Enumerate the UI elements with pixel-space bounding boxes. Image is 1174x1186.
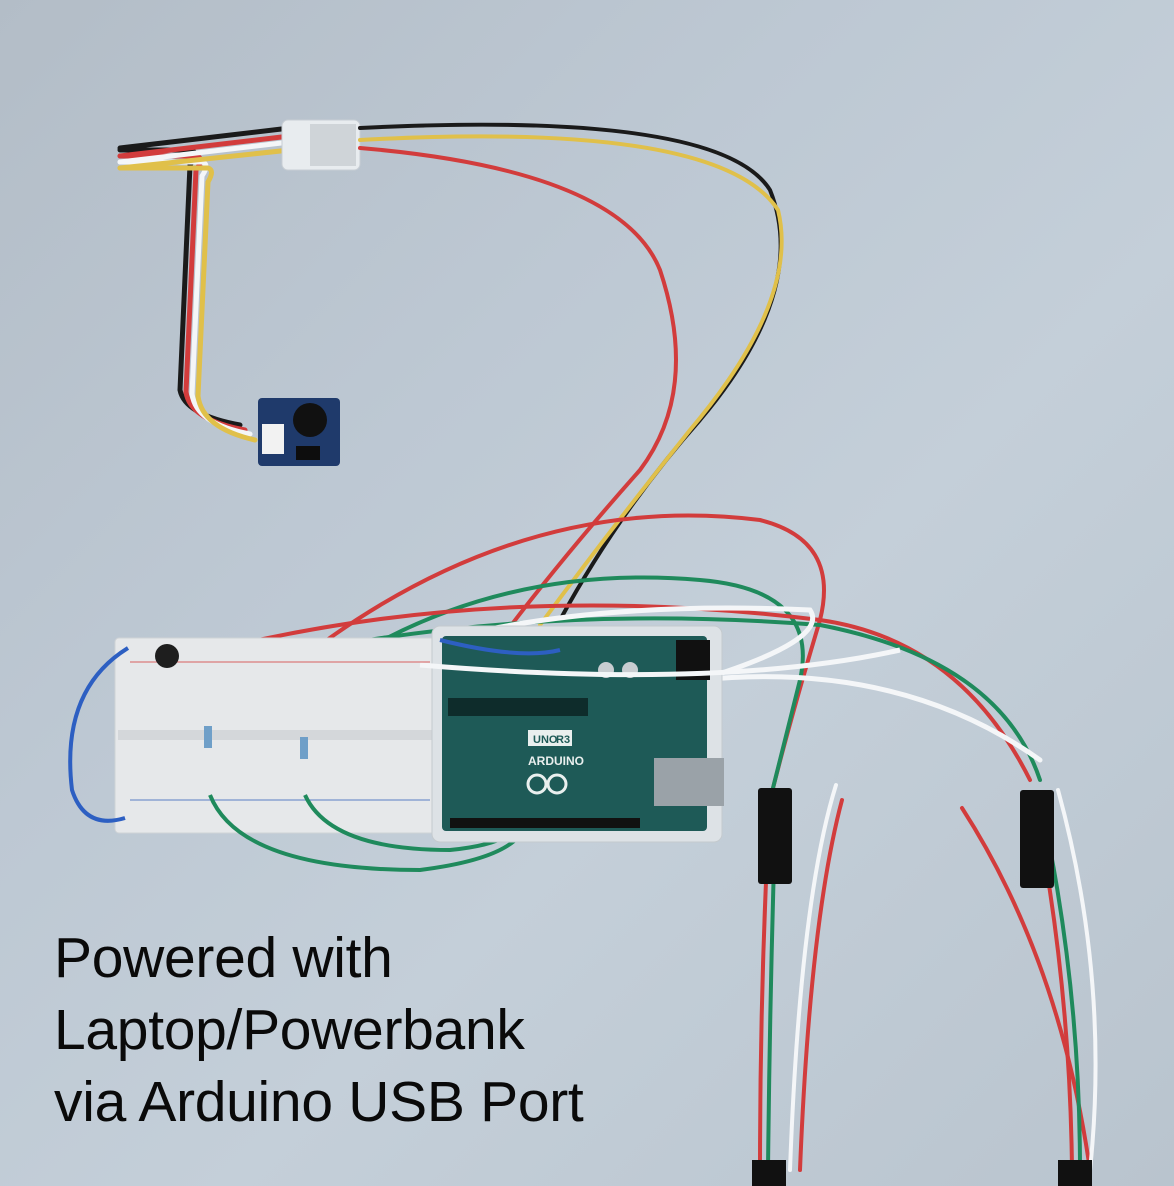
caption-line-2: Laptop/Powerbank xyxy=(54,998,525,1062)
caption-overlay: Powered with Laptop/Powerbank via Arduin… xyxy=(54,922,584,1138)
sound-sensor-module xyxy=(258,398,340,466)
board-brand-label: ARDUINO xyxy=(528,754,584,768)
led-connector-right xyxy=(1020,790,1054,888)
sensor-ribbon-cable xyxy=(117,125,293,443)
blue-jumper-wire xyxy=(68,646,130,823)
led-connector-left xyxy=(758,788,792,884)
breadboard xyxy=(114,637,441,834)
arduino-uno-board: UNO R3 ARDUINO xyxy=(431,625,724,843)
led-strip-wires xyxy=(758,783,1098,1172)
board-rev-label: R3 xyxy=(556,734,570,746)
sensor-to-arduino-wires xyxy=(358,122,784,642)
caption-line-3: via Arduino USB Port xyxy=(54,1070,584,1134)
caption-line-1: Powered with xyxy=(54,926,393,990)
board-model-label: UNO xyxy=(533,734,558,746)
